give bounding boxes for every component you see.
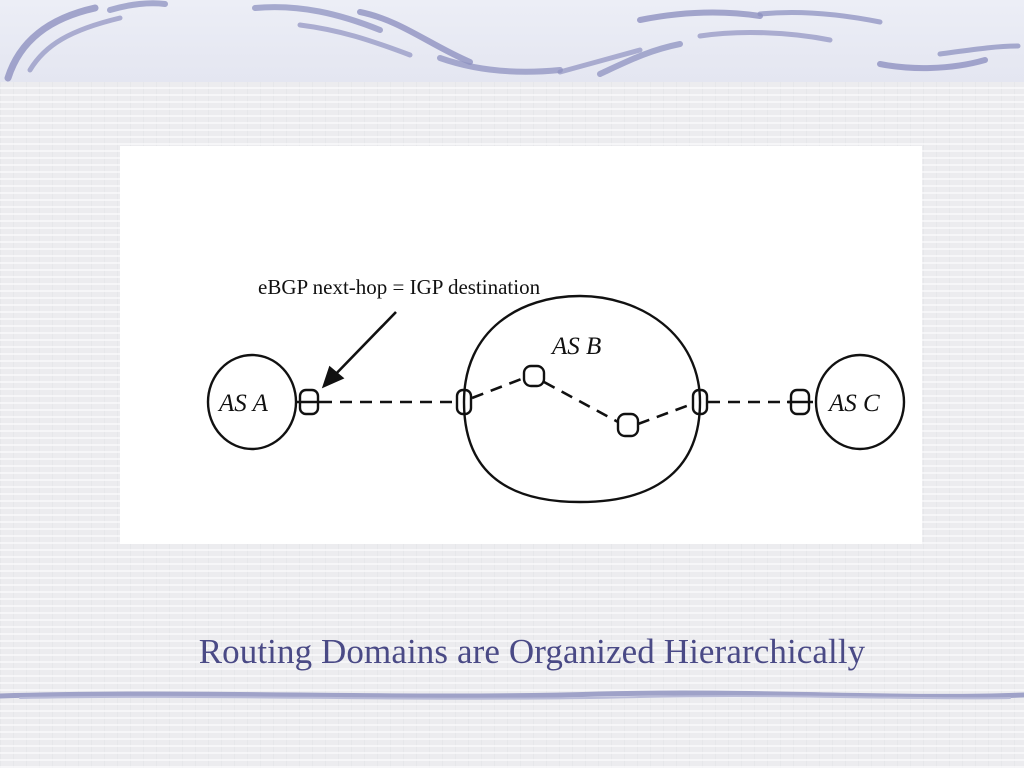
swash-decoration [4,0,1021,82]
as-c-label: AS C [827,390,880,417]
as-b-internal-router-1 [522,364,546,388]
link-b-internal-2 [543,380,619,424]
header-swash-banner [0,0,1024,82]
link-b-internal-3 [637,402,693,426]
footer-swash-line [0,690,1024,700]
as-a-label: AS A [217,390,269,417]
annotation-arrow [321,311,397,389]
as-routing-diagram: eBGP next-hop = IGP destination AS A AS … [206,275,906,504]
as-b-left-router [455,388,473,416]
diagram-panel: eBGP next-hop = IGP destination AS A AS … [120,146,922,544]
as-b-internal-router-2 [616,412,640,438]
footer-swash [0,688,1024,704]
as-b-label: AS B [550,333,601,360]
as-c-circle [814,353,906,451]
link-b-internal-1 [471,376,525,400]
annotation-label: eBGP next-hop = IGP destination [258,275,541,299]
as-b-right-router [691,388,709,416]
as-b-region [462,294,702,504]
slide-caption: Routing Domains are Organized Hierarchic… [198,632,866,671]
